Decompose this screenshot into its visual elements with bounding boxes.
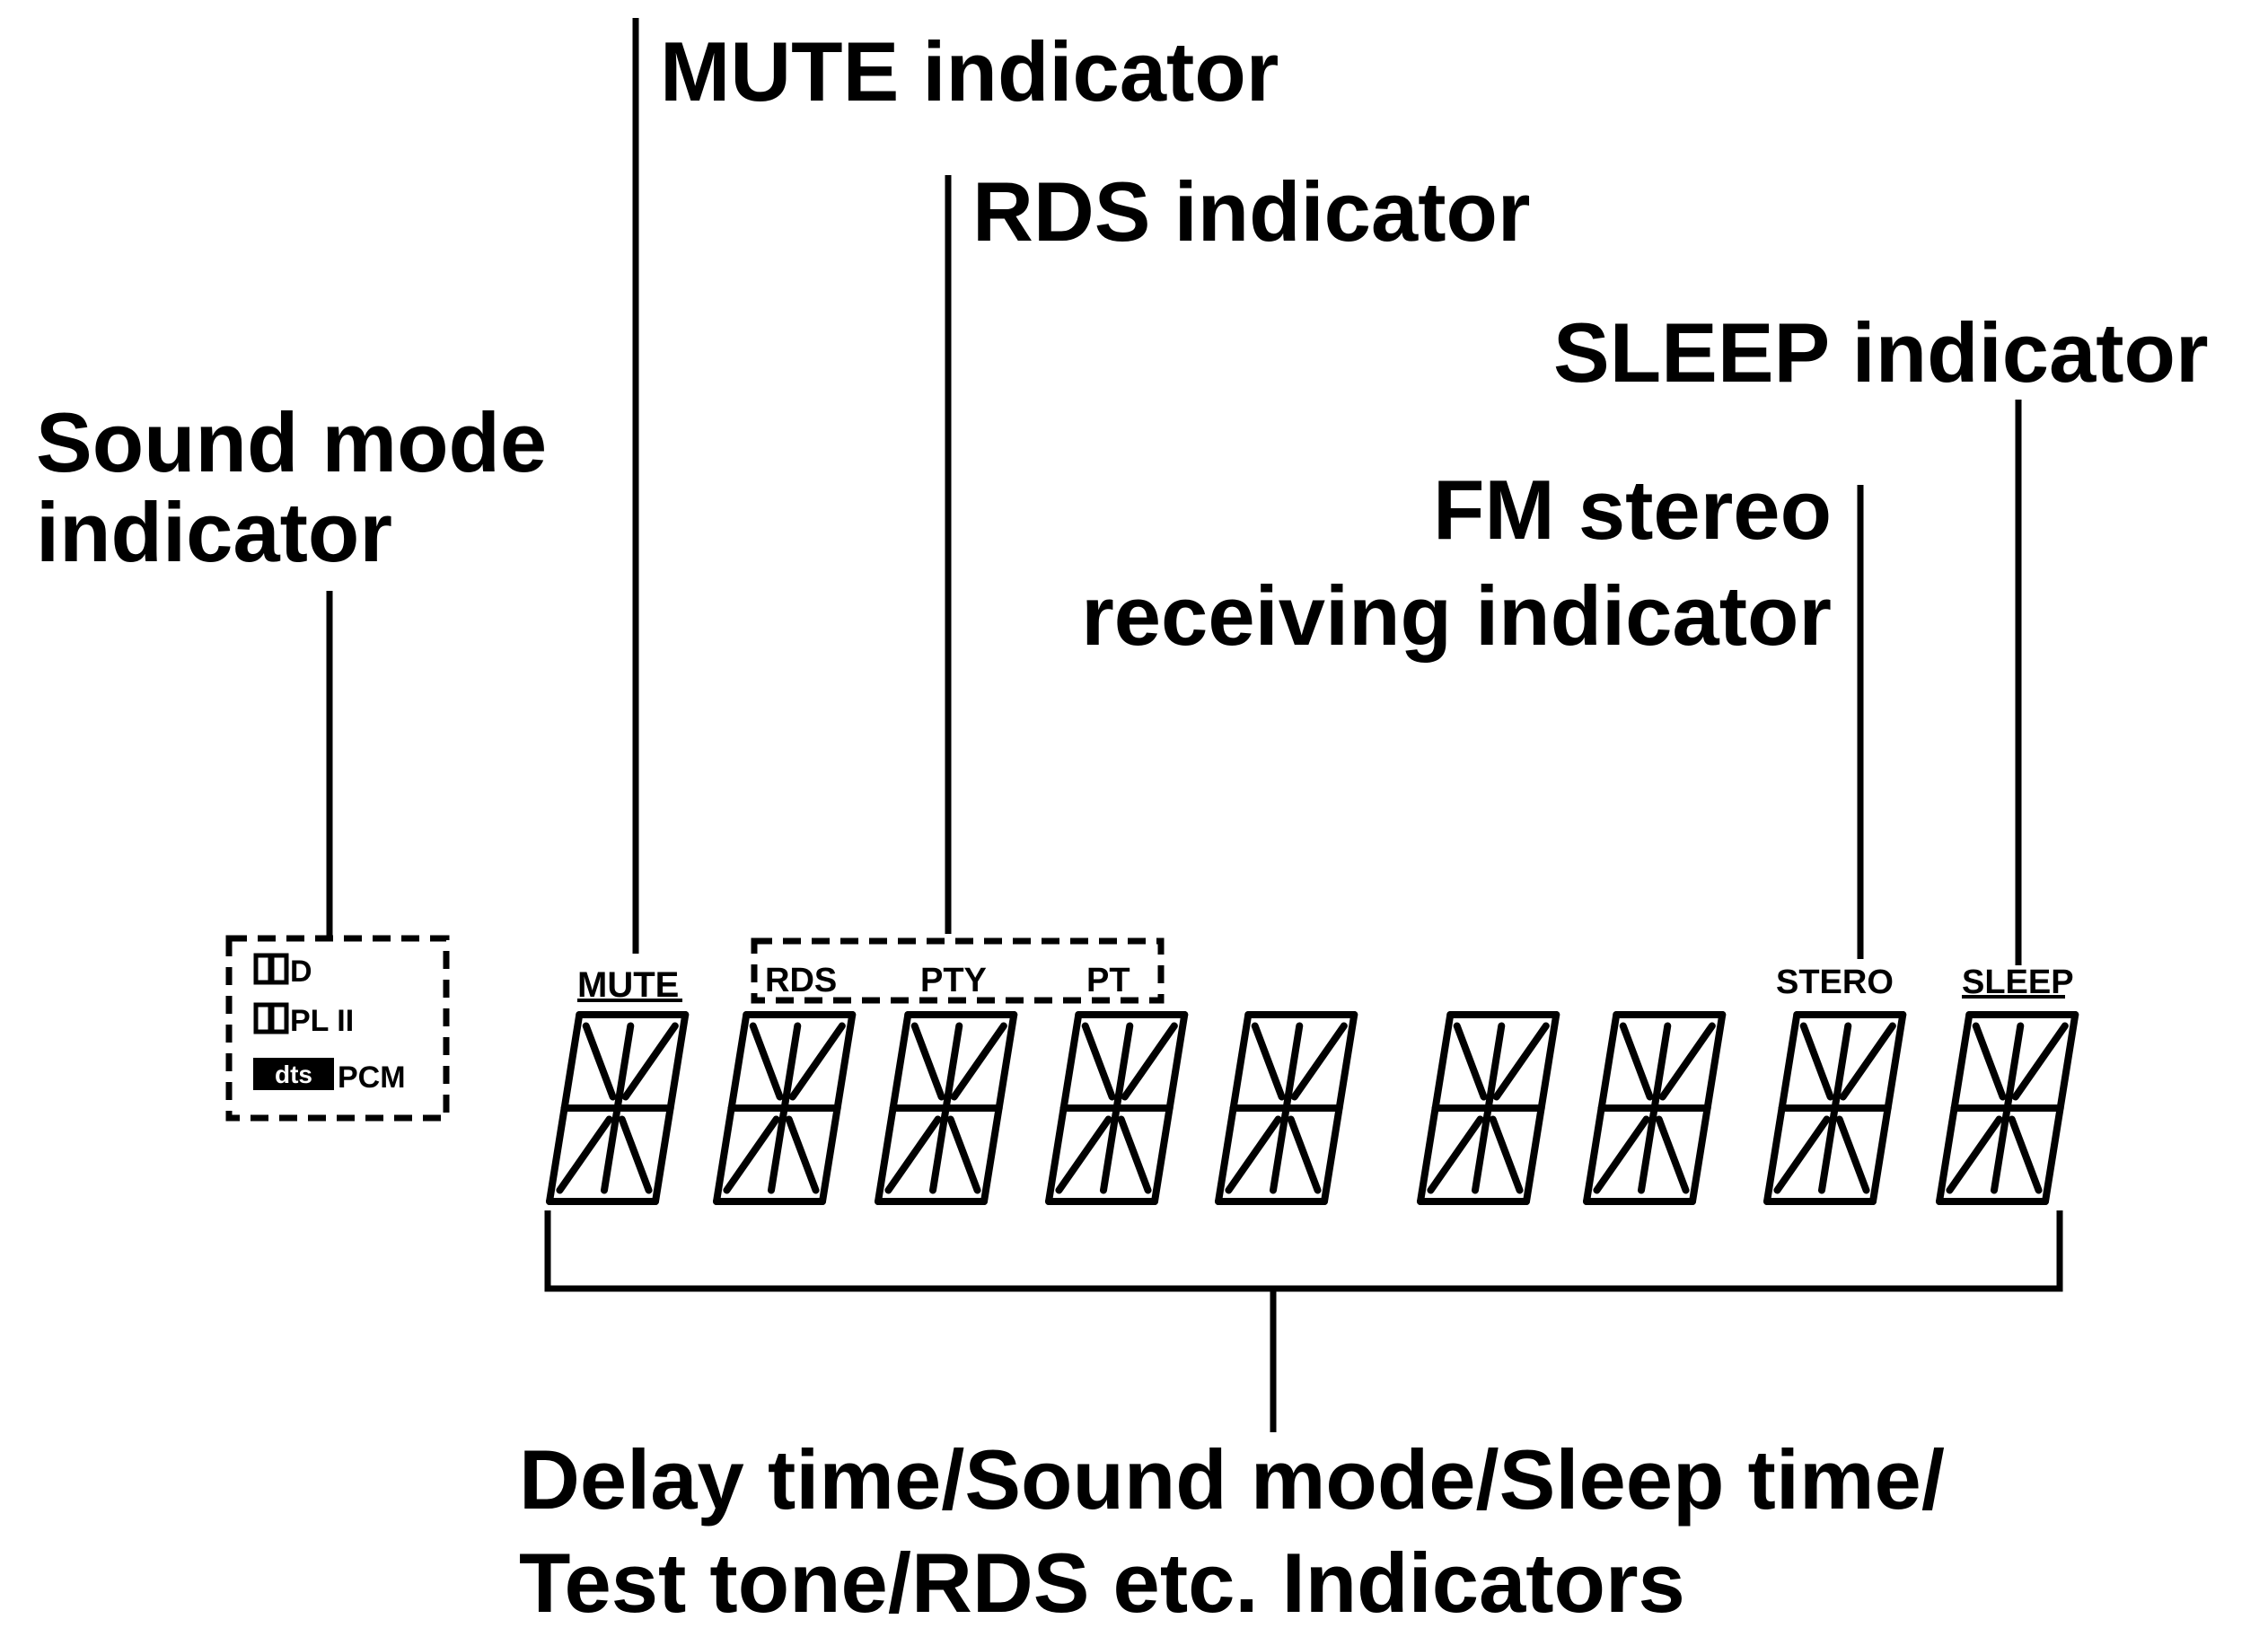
sleep-callout: SLEEP indicator <box>1553 305 2209 400</box>
segment-digit <box>1763 1011 1907 1205</box>
dts-pcm-indicator: dts PCM <box>253 1058 406 1095</box>
dolby-d-label: D <box>290 955 312 989</box>
segment-digit <box>1583 1011 1727 1205</box>
sound-mode-indicator-box <box>225 935 450 1122</box>
segment-digit <box>546 1011 690 1205</box>
pl2-label: PL II <box>290 1004 354 1038</box>
pt-label: PT <box>1086 962 1130 999</box>
digits-bracket <box>544 1210 2063 1292</box>
sound-mode-callout-line1: Sound mode <box>36 395 547 489</box>
rds-label: RDS <box>765 962 837 999</box>
fm-stereo-callout-line2: receiving indicator <box>1081 568 1832 663</box>
segment-digit <box>1215 1011 1358 1205</box>
sound-mode-callout-line2: indicator <box>36 485 392 579</box>
dts-logo: dts <box>275 1060 312 1088</box>
segment-digit <box>1045 1011 1189 1205</box>
pty-label: PTY <box>920 962 987 999</box>
dolby-pl2-indicator: PL II <box>253 1002 354 1038</box>
fm-stereo-callout-line1: FM stereo <box>1433 462 1832 557</box>
bottom-callout-line1: Delay time/Sound mode/Sleep time/ <box>519 1432 1945 1527</box>
segment-digit <box>1417 1011 1560 1205</box>
rds-indicator-box <box>751 937 1165 1004</box>
segment-display <box>546 1011 2079 1205</box>
pcm-label: PCM <box>338 1060 406 1095</box>
segment-digit <box>713 1011 857 1205</box>
stereo-indicator: STERO <box>1776 964 1894 1001</box>
segment-digit <box>1936 1011 2079 1205</box>
bottom-callout-line2: Test tone/RDS etc. Indicators <box>519 1536 1685 1628</box>
rds-callout: RDS indicator <box>972 164 1531 259</box>
segment-digit <box>875 1011 1018 1205</box>
mute-callout: MUTE indicator <box>660 24 1279 119</box>
mute-indicator: MUTE <box>577 965 679 1005</box>
dolby-digital-indicator: D <box>253 953 312 989</box>
